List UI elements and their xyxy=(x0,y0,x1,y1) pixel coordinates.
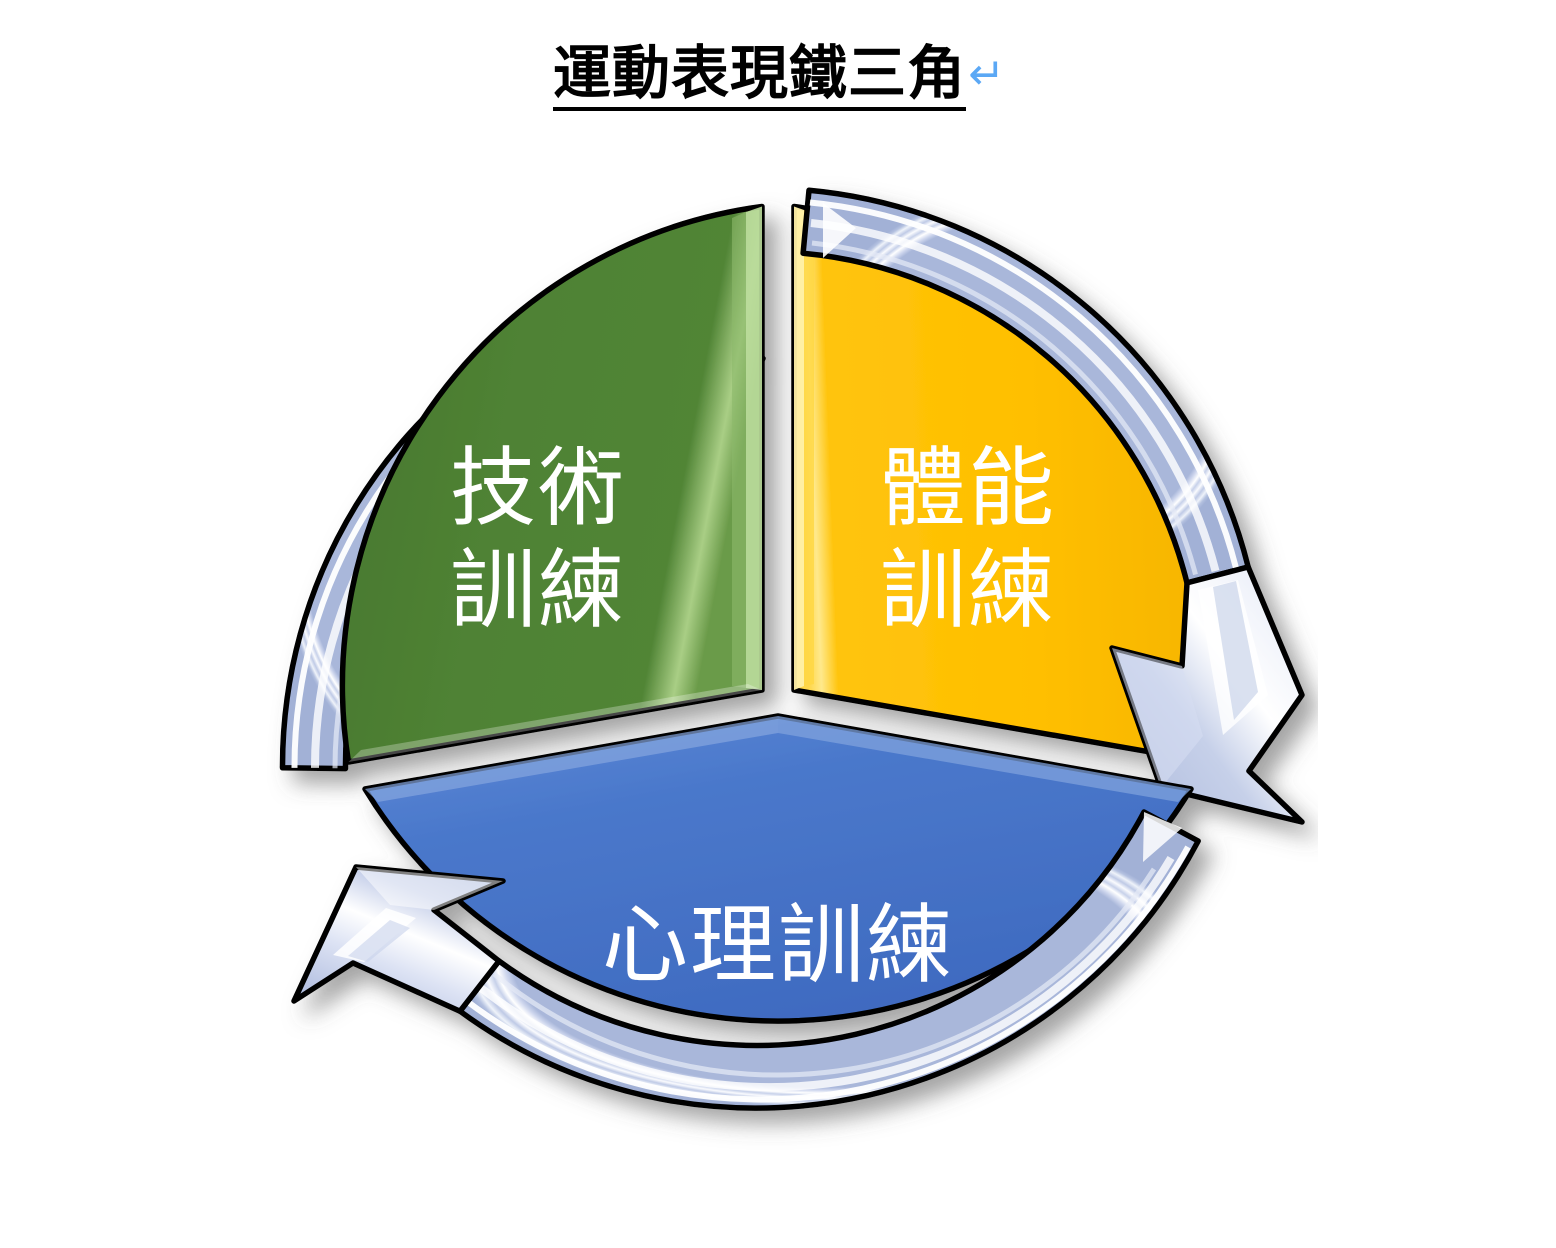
segment-technical-label-line2: 訓練 xyxy=(450,543,626,639)
arrowhead-right xyxy=(1109,564,1305,825)
arrowhead-left xyxy=(291,864,506,1014)
segment-mental-label: 心理訓練 xyxy=(602,898,954,994)
page-title: 運動表現鐵三角↵ xyxy=(0,43,1556,111)
cycle-artwork xyxy=(279,187,1305,1111)
segment-physical-label-line2: 訓練 xyxy=(880,543,1056,639)
paragraph-mark-icon: ↵ xyxy=(968,49,1005,100)
page-title-text: 運動表現鐵三角 xyxy=(553,43,967,111)
cycle-diagram: 技術 訓練 體能 訓練 心理訓練 xyxy=(238,150,1318,1220)
segment-mental[interactable] xyxy=(362,713,1194,1024)
cycle-diagram-canvas: 技術 訓練 體能 訓練 心理訓練 xyxy=(279,187,1305,1111)
segment-physical-label-line1: 體能 xyxy=(880,441,1056,537)
segment-technical[interactable] xyxy=(339,203,765,765)
segment-technical-label-line1: 技術 xyxy=(450,441,626,537)
arrow-physical-to-mental xyxy=(457,809,1201,1111)
segment-labels: 技術 訓練 體能 訓練 心理訓練 xyxy=(450,441,1056,994)
